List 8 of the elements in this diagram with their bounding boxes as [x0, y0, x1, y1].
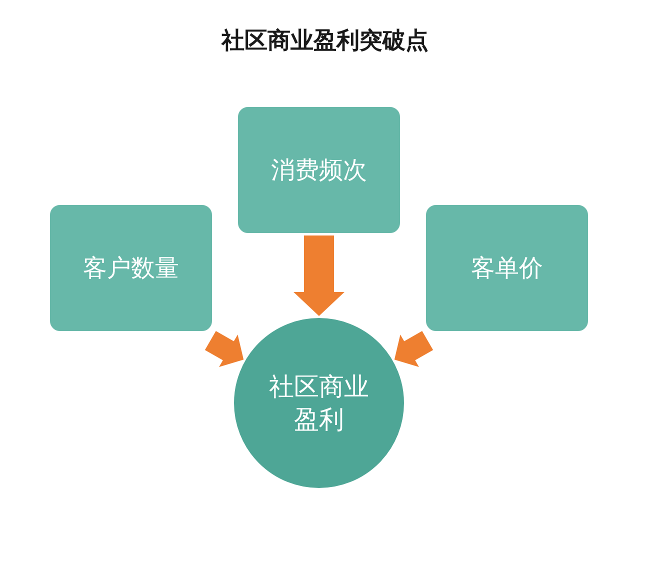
rounded-box: 客户数量: [48, 203, 214, 333]
arrow: [294, 236, 344, 316]
title: 社区商业盈利突破点: [220, 27, 430, 56]
rounded-box: 客单价: [424, 203, 590, 333]
circle-node: 社区商业盈利: [232, 316, 406, 490]
rounded-box: 消费频次: [236, 105, 402, 235]
arrow: [204, 331, 244, 367]
arrow: [394, 331, 434, 367]
